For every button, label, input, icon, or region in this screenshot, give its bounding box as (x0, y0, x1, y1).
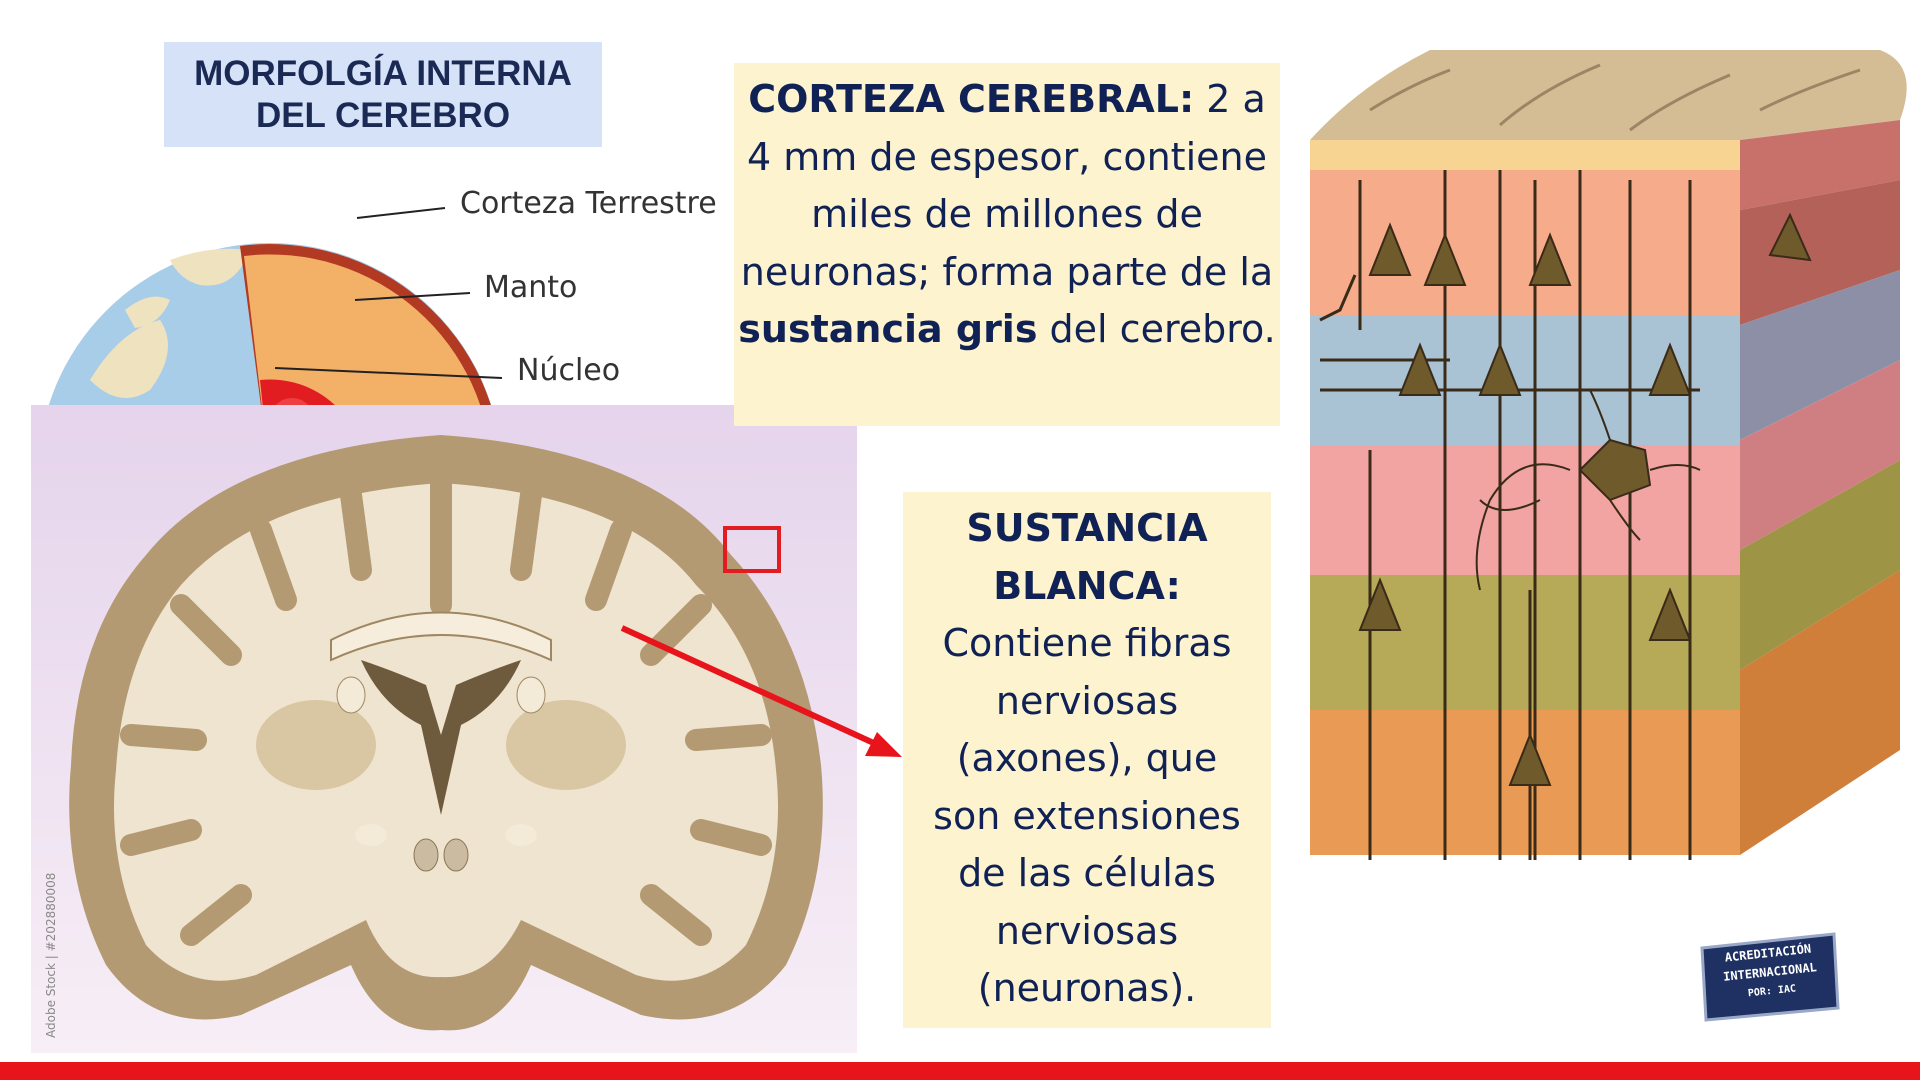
mammillary-left (413, 838, 439, 872)
caudate-left (336, 676, 366, 714)
red-arrow-head (865, 732, 902, 757)
crust-pointer-line (356, 207, 446, 219)
hippocampus-right (505, 824, 537, 846)
stock-watermark: Adobe Stock | #202880008 (44, 872, 58, 1038)
cortex-note-bold: sustancia gris (738, 307, 1038, 351)
cortex-layers-illustration (1310, 50, 1907, 860)
earth-label-core: Núcleo (517, 353, 621, 388)
mammillary-right (443, 838, 469, 872)
accreditation-badge-frame (1700, 932, 1840, 1022)
earth-continent (170, 248, 250, 286)
neuron-axons (1319, 170, 1700, 860)
neuron (1478, 342, 1522, 396)
basal-ganglia-left (256, 700, 376, 790)
slide-title: MORFOLGÍA INTERNA DEL CEREBRO (164, 42, 602, 147)
earth-label-crust: Corteza Terrestre (460, 186, 717, 221)
red-arrow-line (620, 625, 880, 748)
neuron (1358, 577, 1402, 631)
earth-label-mantle: Manto (484, 270, 578, 305)
cortex-note: CORTEZA CEREBRAL: 2 a 4 mm de espesor, c… (734, 63, 1280, 426)
corpus-callosum (330, 611, 552, 662)
cortex-note-text: 2 a 4 mm de espesor, contiene miles de m… (740, 77, 1274, 294)
brain-gyri-folds (120, 474, 772, 946)
neuron (1368, 222, 1412, 276)
earth-continent (90, 320, 168, 398)
neuron (1423, 232, 1467, 286)
earth-cutaway-diagram (48, 207, 503, 405)
earth-core-highlight (275, 398, 309, 405)
side-layer-6 (1740, 570, 1900, 855)
lateral-ventricles (361, 660, 521, 815)
neuron (1768, 212, 1812, 262)
white-matter-text: Contiene fibras nerviosas (axones), que … (933, 621, 1241, 1010)
surface-sulci (1369, 63, 1861, 132)
neuron (1578, 438, 1652, 502)
layer-external-granular (1310, 170, 1740, 315)
neuron (1398, 342, 1442, 396)
core-pointer-line (274, 367, 503, 379)
accreditation-badge: ACREDITACIÓN INTERNACIONAL POR: IAC (1698, 930, 1840, 1022)
earth-core-layer (260, 379, 335, 405)
cortex-highlight-square (723, 526, 781, 573)
cortex-note-text-end: del cerebro. (1037, 307, 1276, 351)
side-layer-5 (1740, 460, 1900, 670)
earth-mantle-layer (244, 254, 481, 405)
earth-continent (125, 296, 170, 328)
neuron (1528, 232, 1572, 286)
cortex-top-surface (1310, 50, 1907, 140)
white-matter-note: SUSTANCIA BLANCA: Contiene fibras nervio… (903, 492, 1271, 1028)
brain-coronal-section (31, 405, 857, 1053)
caudate-right (516, 676, 546, 714)
neuron (1648, 587, 1692, 641)
layer-molecular (1310, 140, 1740, 170)
side-layer-3 (1740, 270, 1900, 440)
basal-ganglia-right (506, 700, 626, 790)
neuron-dendrites (1475, 389, 1701, 591)
red-arrow (620, 625, 902, 757)
mantle-pointer-line (354, 292, 471, 301)
slide-title-text: MORFOLGÍA INTERNA DEL CEREBRO (194, 53, 572, 135)
neuron-cell-bodies (1358, 212, 1812, 786)
neuron (1648, 342, 1692, 396)
hippocampus-left (355, 824, 387, 846)
side-layer-4 (1740, 360, 1900, 550)
white-matter-heading: SUSTANCIA BLANCA: (966, 506, 1208, 608)
cortex-note-heading: CORTEZA CEREBRAL: (748, 77, 1195, 121)
neuron (1508, 732, 1552, 786)
side-layer-2 (1740, 180, 1900, 325)
bottom-red-bar (0, 1062, 1920, 1080)
